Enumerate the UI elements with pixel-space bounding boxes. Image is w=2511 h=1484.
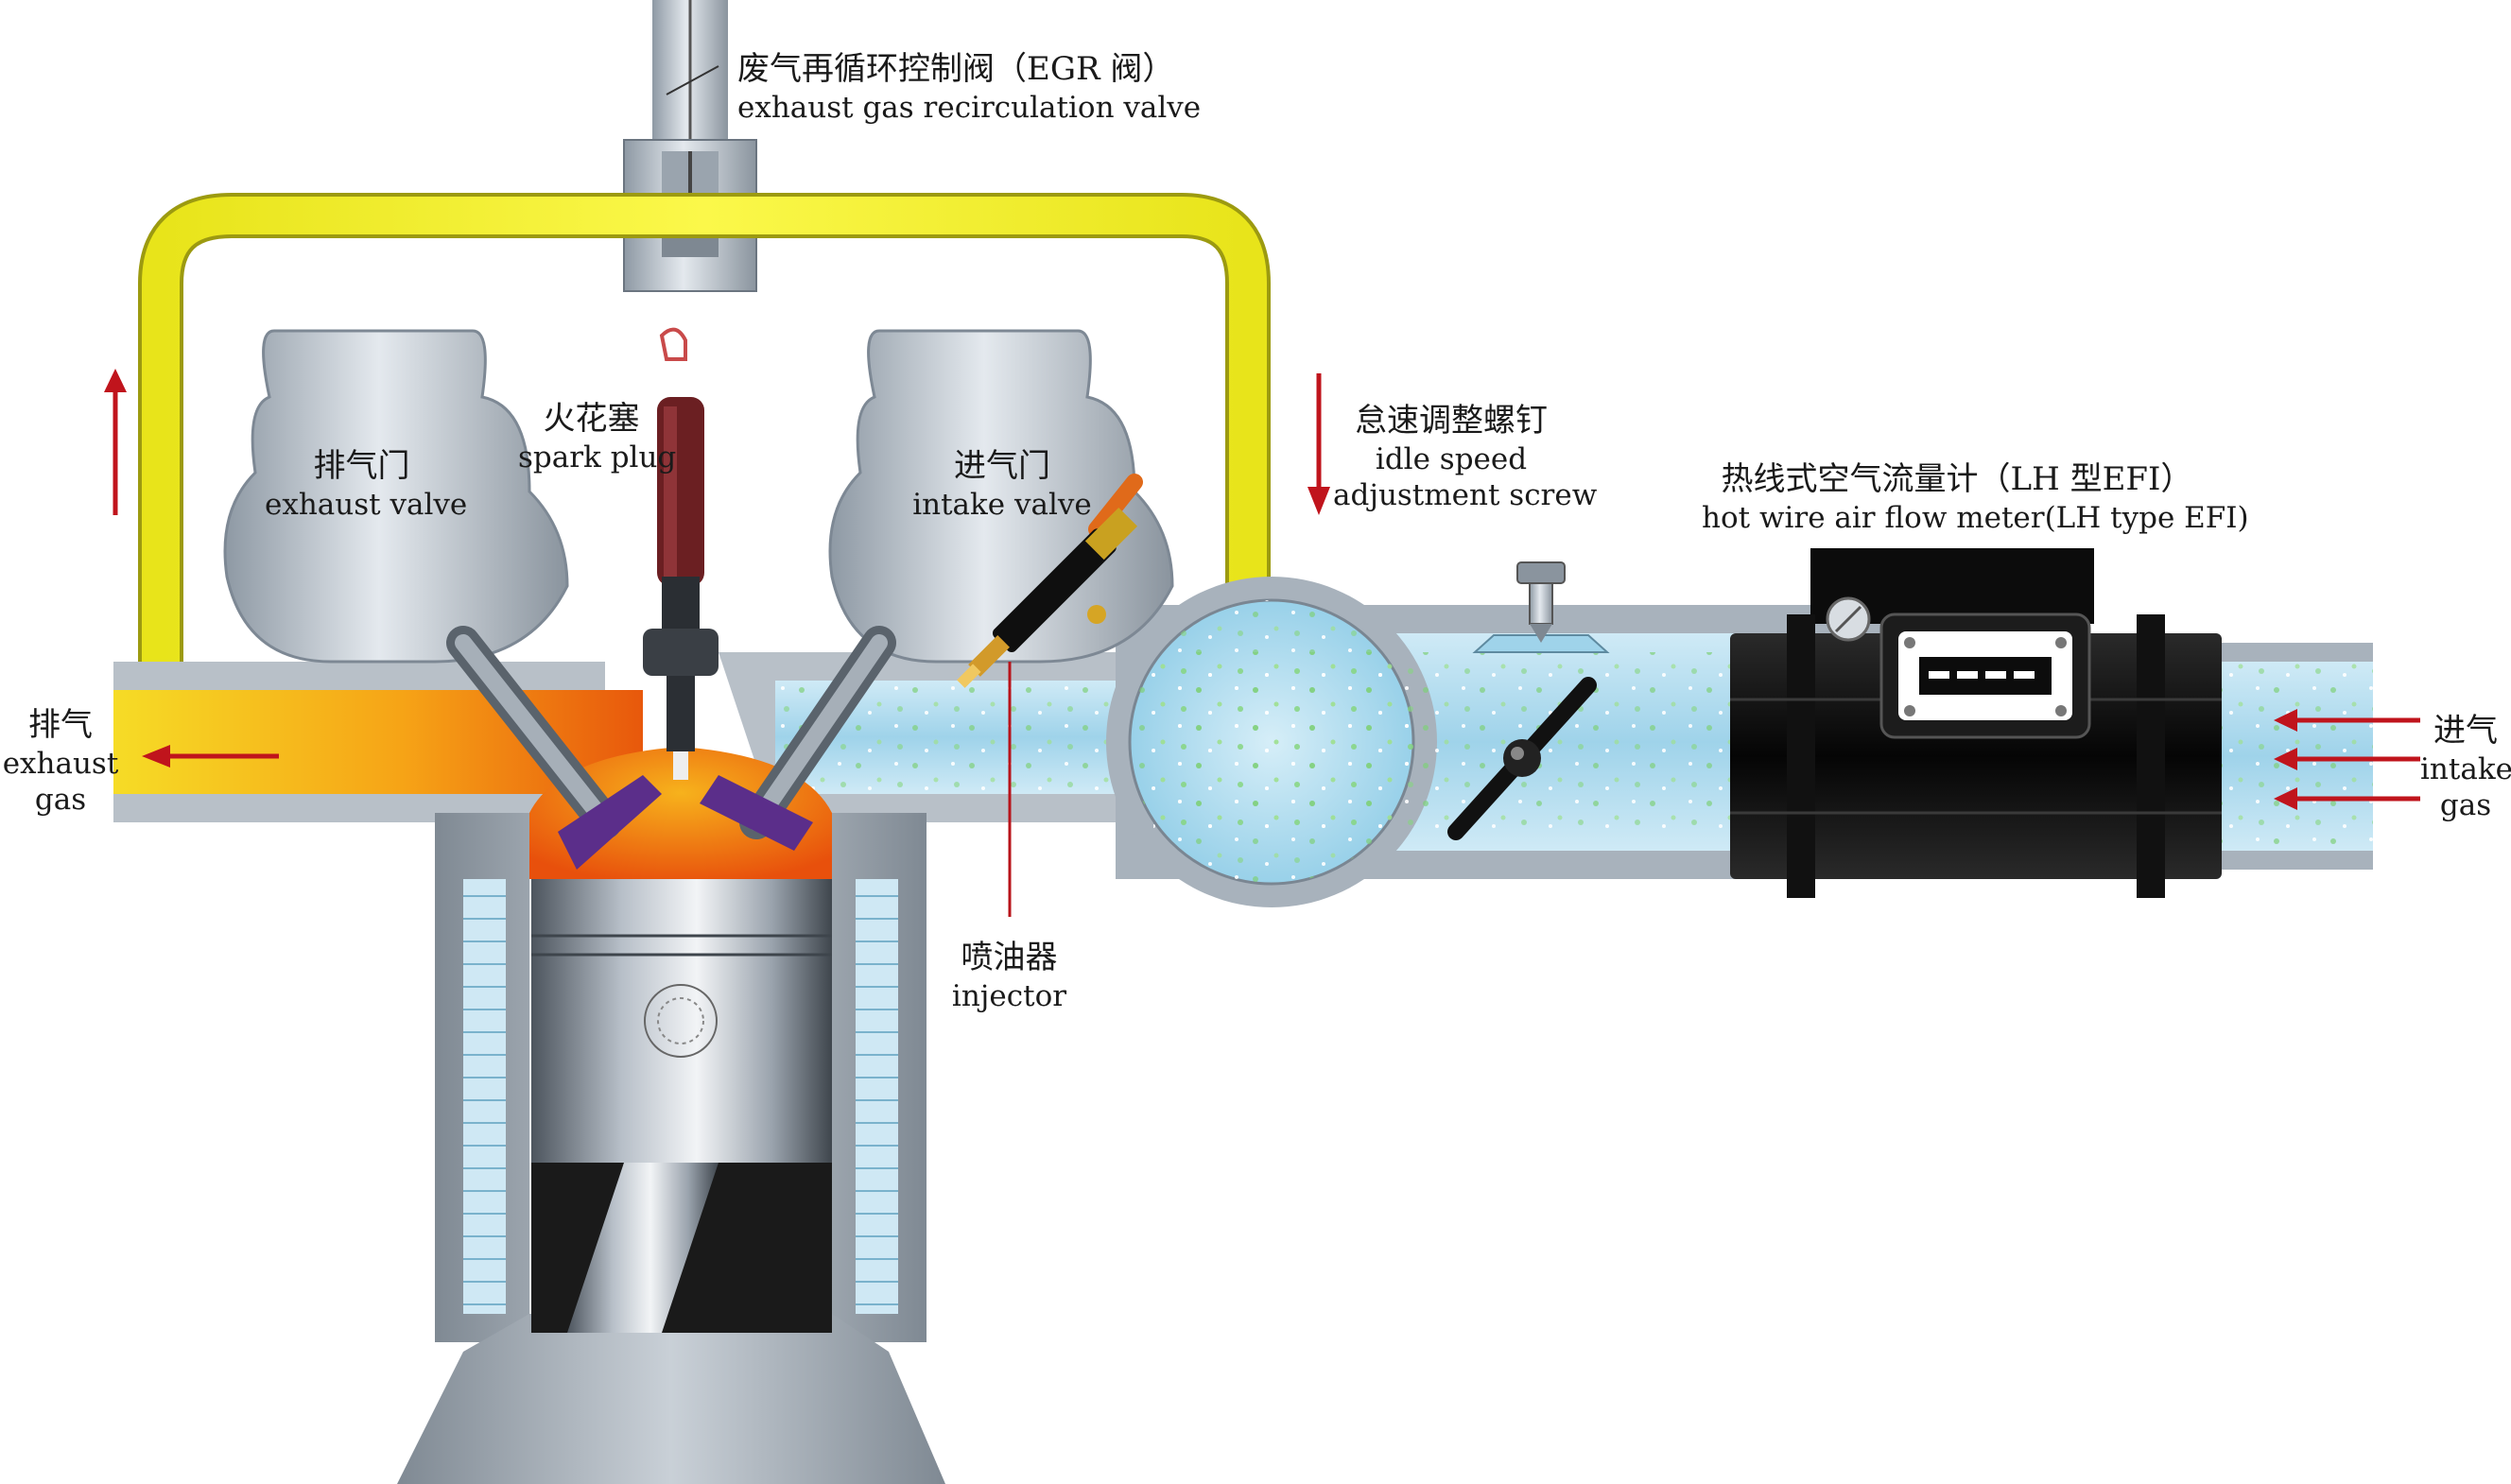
spark-plug-label-zh: 火花塞 [543, 400, 640, 438]
idle-screw-label-en-1: idle speed [1375, 441, 1528, 476]
egr-valve [623, 0, 757, 292]
exhaust-valve-label: 排气门 exhaust valve [265, 446, 468, 523]
exhaust-valve-housing [223, 329, 569, 664]
exhaust-valve-label-zh: 排气门 [313, 447, 410, 485]
exhaust-gas-label-en-2: gas [34, 783, 87, 818]
exhaust-gas-label-zh: 排气 [28, 706, 93, 744]
egr-valve-label-zh: 废气再循环控制阀（EGR 阀） [737, 50, 1175, 88]
exhaust-valve-label-en: exhaust valve [265, 487, 468, 522]
maf-label: 热线式空气流量计（LH 型EFI） hot wire air flow mete… [1702, 459, 2249, 536]
intake-gas-label-zh: 进气 [2433, 712, 2498, 750]
spark-plug [643, 327, 719, 780]
intake-in-arrows [2274, 709, 2420, 810]
exhaust-valve [446, 626, 662, 870]
idle-screw-label: 怠速调整螺钉 idle speed adjustment screw [1333, 401, 1598, 514]
exhaust-up-arrow [104, 369, 127, 515]
egr-down-arrow [1307, 373, 1330, 515]
egr-valve-label: 废气再循环控制阀（EGR 阀） exhaust gas recirculatio… [737, 49, 1201, 126]
maf-label-en: hot wire air flow meter(LH type EFI) [1702, 500, 2249, 535]
intake-gas-label: 进气 intake gas [2420, 711, 2511, 824]
intake-valve-label-zh: 进气门 [954, 447, 1050, 485]
exhaust-gas-label-en-1: exhaust [2, 746, 119, 781]
idle-screw-label-en-2: adjustment screw [1333, 478, 1598, 513]
intake-valve-label: 进气门 intake valve [908, 446, 1097, 523]
injector-label: 喷油器 injector [936, 938, 1082, 1014]
spark-plug-label-en: spark plug [518, 440, 677, 475]
injector-label-zh: 喷油器 [961, 939, 1058, 976]
idle-adjust-screw [1472, 561, 1610, 653]
spark-plug-label: 火花塞 spark plug [518, 399, 677, 475]
intake-gas-label-en-1: intake [2420, 751, 2511, 786]
exhaust-out-arrow [142, 745, 279, 768]
intake-gas-label-en-2: gas [2439, 788, 2492, 823]
fuel-injector [957, 474, 1143, 688]
idle-screw-label-zh: 怠速调整螺钉 [1355, 402, 1548, 440]
injector-label-en: injector [951, 978, 1067, 1013]
intake-valve [700, 626, 896, 851]
hot-wire-air-flow-meter [1730, 548, 2222, 898]
egr-valve-label-en: exhaust gas recirculation valve [737, 90, 1202, 125]
combustion-chamber [529, 747, 832, 879]
piston [531, 879, 832, 1333]
maf-label-zh: 热线式空气流量计（LH 型EFI） [1721, 460, 2193, 498]
exhaust-gas-label: 排气 exhaust gas [0, 705, 121, 819]
intake-valve-label-en: intake valve [912, 487, 1092, 522]
throttle-plate [1447, 677, 1597, 840]
